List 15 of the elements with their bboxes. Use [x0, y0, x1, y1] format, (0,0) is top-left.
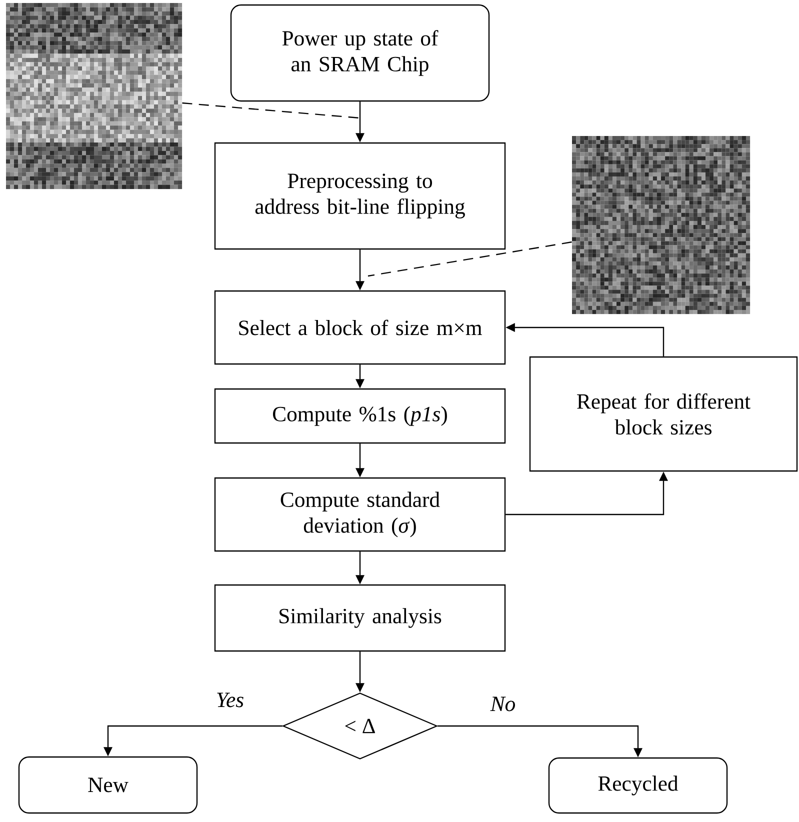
process-box: Compute %1s (p1s) — [214, 388, 506, 444]
process-box: Compute standard deviation (σ) — [214, 477, 506, 552]
process-box: Power up state of an SRAM Chip — [230, 4, 490, 102]
edge-label: Yes — [214, 692, 246, 708]
leader-line — [182, 102, 360, 119]
noise-image — [572, 136, 750, 314]
terminal-box: Recycled — [548, 757, 728, 814]
leader-line — [368, 241, 572, 277]
edge-label: No — [489, 696, 517, 712]
noise-image — [6, 3, 182, 190]
process-box: Preprocessing to address bit-line flipping — [214, 142, 506, 250]
terminal-box: New — [18, 756, 198, 814]
process-box: Similarity analysis — [214, 584, 506, 652]
process-box: Repeat for different block sizes — [529, 356, 798, 472]
process-box: Select a block of size m×m — [214, 290, 506, 365]
